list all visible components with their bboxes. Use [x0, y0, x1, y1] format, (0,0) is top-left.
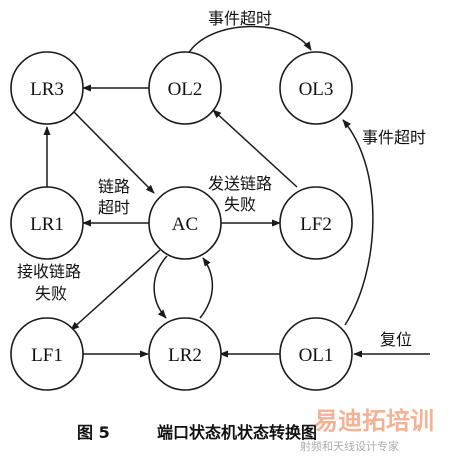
- node-ac-label: AC: [172, 214, 198, 235]
- node-ol1: OL1: [279, 317, 353, 391]
- label-event-timeout-top: 事件超时: [208, 9, 272, 28]
- label-reset: 复位: [380, 330, 412, 349]
- label-event-timeout-right: 事件超时: [362, 128, 426, 147]
- watermark-main: 易迪拓培训: [314, 407, 434, 435]
- node-lr2-label: LR2: [168, 345, 202, 366]
- figure-title: 端口状态机状态转换图: [157, 423, 317, 442]
- node-ol1-label: OL1: [299, 345, 334, 366]
- watermark-sub: 射频和天线设计专家: [300, 439, 399, 453]
- node-lf1: LF1: [10, 317, 84, 391]
- node-lr3: LR3: [10, 51, 84, 125]
- node-lr2: LR2: [148, 317, 222, 391]
- label-send-link-fail-line1: 发送链路: [208, 174, 272, 193]
- node-ol2-label: OL2: [168, 79, 203, 100]
- edge-ac-to-lr2: [153, 255, 168, 319]
- label-link-timeout-line1: 链路: [98, 177, 130, 196]
- edge-lf2-to-ol2: [212, 109, 298, 188]
- edge-ol2-to-ol3: [187, 25, 312, 55]
- label-recv-link-fail-line2: 失败: [35, 284, 67, 303]
- node-ol3-label: OL3: [299, 79, 334, 100]
- node-lf1-label: LF1: [31, 345, 63, 366]
- node-ac: AC: [148, 186, 222, 260]
- figure-number: 图 5: [77, 423, 110, 442]
- label-send-link-fail-line2: 失败: [224, 195, 256, 214]
- node-lf2-label: LF2: [300, 214, 332, 235]
- node-ol3: OL3: [279, 51, 353, 125]
- edge-lr2-to-ac: [199, 257, 214, 319]
- label-link-timeout-line2: 超时: [98, 198, 130, 217]
- node-lr1: LR1: [10, 186, 84, 260]
- node-lr1-label: LR1: [30, 214, 64, 235]
- edge-ac-to-lf1: [70, 249, 161, 331]
- node-ol2: OL2: [148, 51, 222, 125]
- edge-lr3-to-ac: [73, 111, 155, 194]
- node-lf2: LF2: [279, 186, 353, 260]
- edge-ol1-to-ol3: [342, 119, 374, 326]
- label-recv-link-fail-line1: 接收链路: [17, 262, 81, 281]
- node-lr3-label: LR3: [30, 79, 64, 100]
